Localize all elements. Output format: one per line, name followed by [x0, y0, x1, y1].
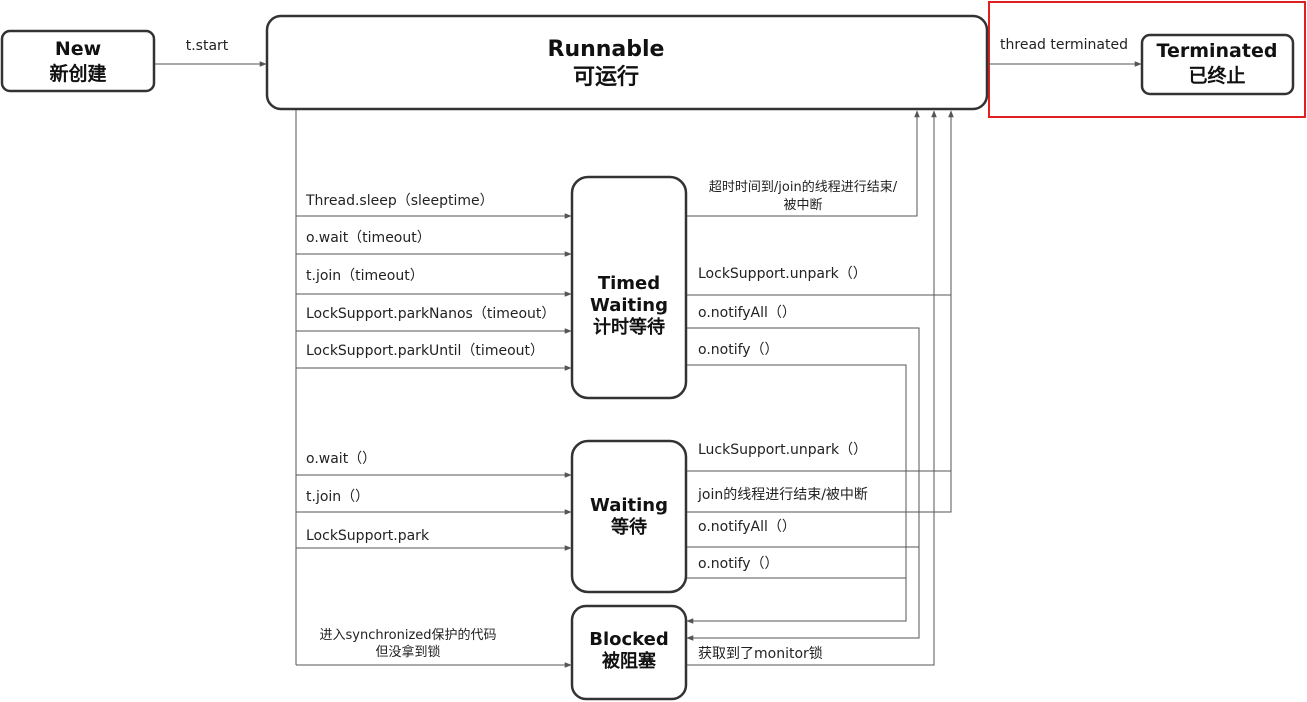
state-runnable-zh: 可运行 — [573, 64, 639, 90]
edge-label-w-notifyall: o.notifyAll（） — [698, 519, 796, 535]
terminated-highlight-frame — [988, 1, 1306, 118]
edge-label-parknanos: LockSupport.parkNanos（timeout） — [306, 306, 555, 322]
edge-label-monitor: 获取到了monitor锁 — [698, 646, 823, 662]
edge-label-w-join-end: join的线程进行结束/被中断 — [697, 487, 868, 503]
state-waiting-zh: 等待 — [611, 516, 647, 538]
edge-label-w-notify: o.notify（） — [698, 556, 779, 572]
edge-label-join: t.join（） — [306, 489, 369, 505]
edge-label-sync-line2: 但没拿到锁 — [375, 644, 440, 660]
edge-label-terminate: thread terminated — [1000, 37, 1128, 53]
state-blocked-zh: 被阻塞 — [602, 650, 657, 672]
edge-waiting-notifyall: o.notifyAll（） — [687, 519, 919, 548]
edge-waiting-notify: o.notify（） — [687, 556, 906, 579]
edge-to-blocked: 进入synchronized保护的代码 但没拿到锁 — [296, 627, 572, 668]
state-blocked-en: Blocked — [589, 629, 669, 650]
edge-label-wait: o.wait（） — [306, 451, 376, 467]
edge-label-w-unpark: LuckSupport.unpark（） — [698, 442, 867, 458]
state-runnable: Runnable 可运行 — [265, 14, 989, 111]
state-new-en: New — [55, 38, 101, 60]
edge-label-tw-notify: o.notify（） — [698, 342, 779, 358]
state-timed-waiting-en1: Timed — [598, 273, 660, 294]
state-runnable-en: Runnable — [548, 37, 665, 62]
state-timed-waiting: Timed Waiting 计时等待 — [570, 175, 688, 400]
edge-label-sync-line1: 进入synchronized保护的代码 — [319, 627, 496, 643]
edge-label-tw-notifyall: o.notifyAll（） — [698, 305, 796, 321]
state-blocked: Blocked 被阻塞 — [570, 604, 688, 701]
edge-label-join-timeout: t.join（timeout） — [306, 268, 424, 284]
state-new-zh: 新创建 — [49, 62, 106, 85]
edge-label-park: LockSupport.park — [306, 528, 430, 544]
edges-to-timed-waiting: Thread.sleep（sleeptime） o.wait（timeout） … — [296, 193, 572, 371]
state-waiting: Waiting 等待 — [570, 439, 688, 594]
edge-label-timeout-line1: 超时时间到/join的线程进行结束/ — [709, 179, 898, 195]
state-timed-waiting-en2: Waiting — [590, 295, 668, 316]
edge-blocked-to-runnable: 获取到了monitor锁 — [687, 110, 937, 666]
edge-waiting-unpark: LuckSupport.unpark（） — [687, 442, 951, 472]
state-terminated-en: Terminated — [1157, 40, 1278, 62]
state-terminated-zh: 已终止 — [1188, 64, 1245, 87]
edges-to-waiting: o.wait（） t.join（） LockSupport.park — [296, 451, 572, 551]
edge-label-timeout-line2: 被中断 — [783, 198, 822, 213]
edge-label-start: t.start — [186, 38, 229, 54]
edge-timed-waiting-notify: o.notify（） — [686, 342, 907, 624]
state-new: New 新创建 — [0, 29, 156, 93]
state-timed-waiting-zh: 计时等待 — [593, 316, 665, 338]
edge-waiting-join-end: join的线程进行结束/被中断 — [687, 295, 952, 513]
state-terminated: Terminated 已终止 — [1140, 33, 1295, 96]
edge-label-parkuntil: LockSupport.parkUntil（timeout） — [306, 343, 544, 359]
edge-label-sleep: Thread.sleep（sleeptime） — [305, 193, 494, 209]
edge-runnable-to-terminated: thread terminated — [988, 37, 1142, 67]
edge-timed-waiting-timeout: 超时时间到/join的线程进行结束/ 被中断 — [687, 110, 920, 217]
edge-new-to-runnable: t.start — [155, 38, 267, 67]
edge-label-wait-timeout: o.wait（timeout） — [306, 230, 431, 246]
edge-timed-waiting-notifyall: o.notifyAll（） — [686, 305, 920, 641]
state-waiting-en: Waiting — [590, 495, 668, 516]
edge-label-tw-unpark: LockSupport.unpark（） — [698, 266, 867, 282]
